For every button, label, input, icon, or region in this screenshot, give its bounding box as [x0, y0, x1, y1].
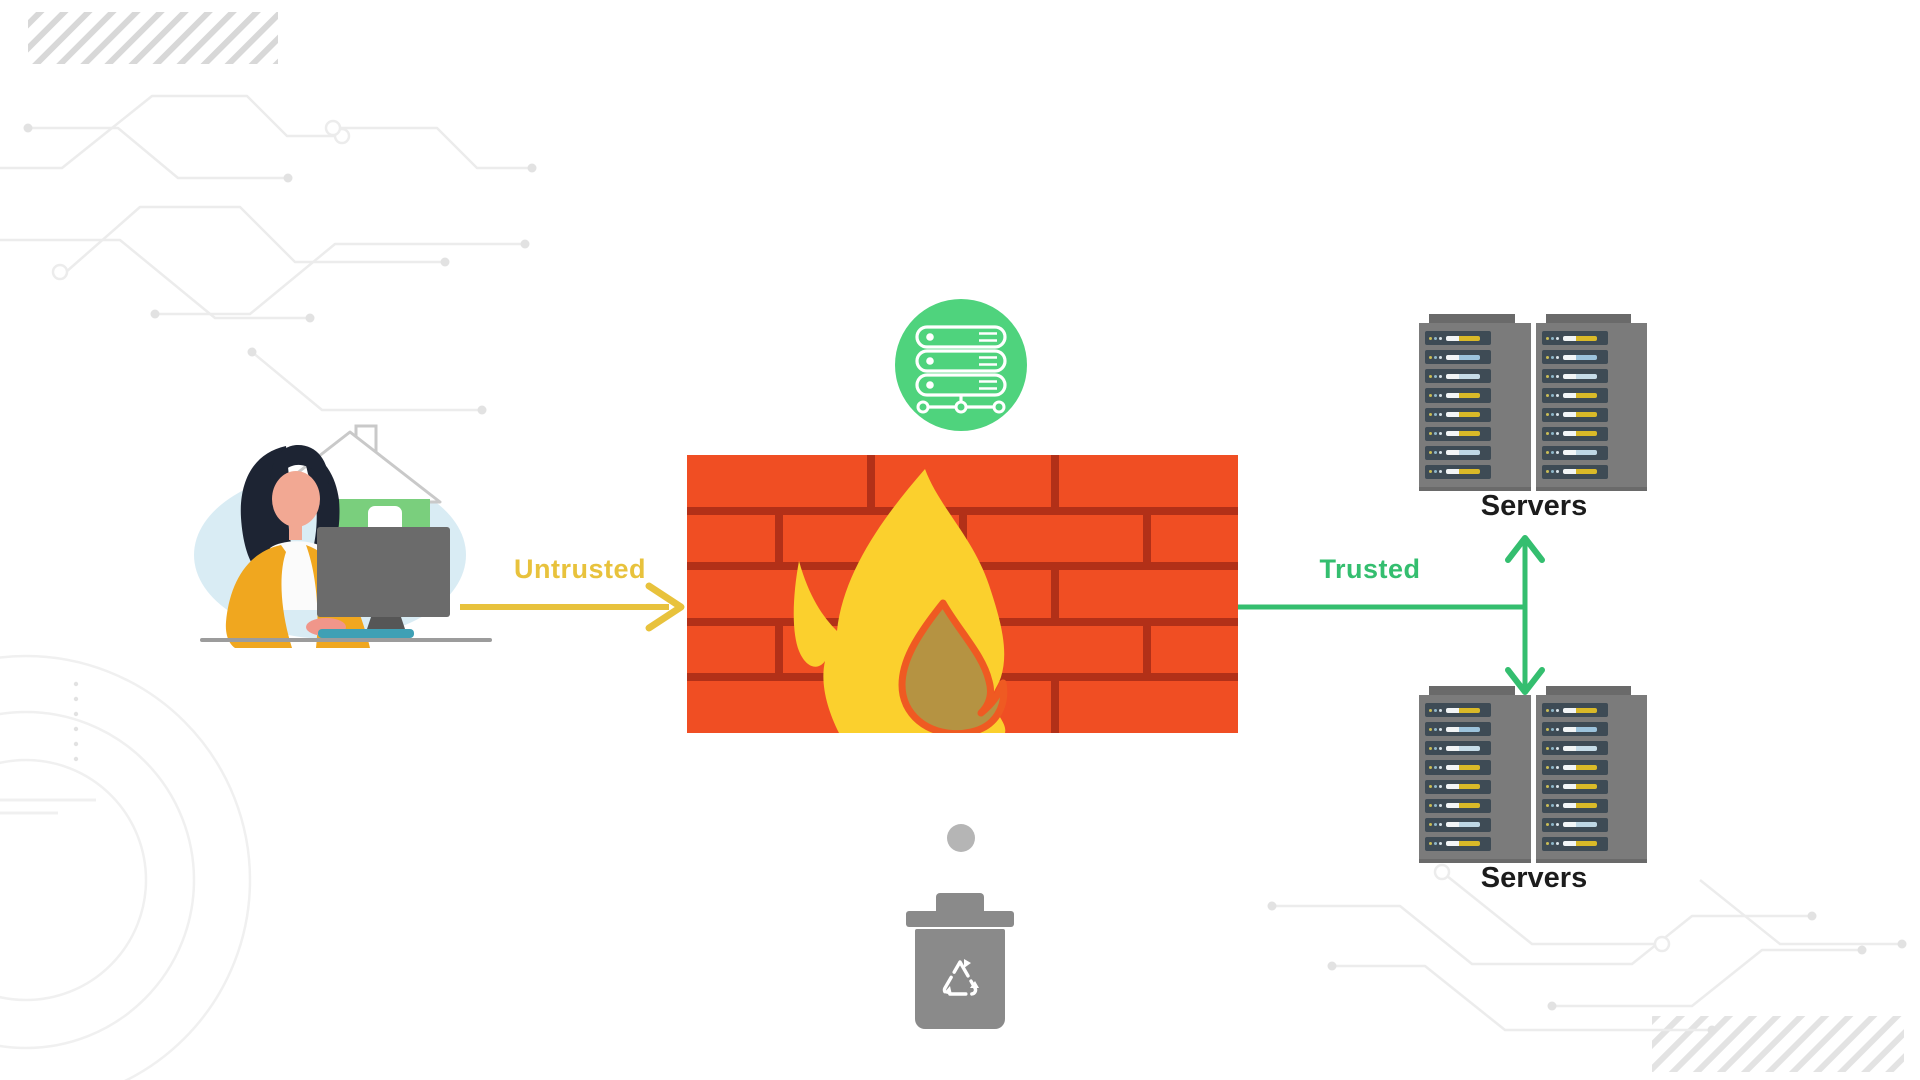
server-cabinet	[1535, 314, 1647, 491]
desktop-monitor-icon	[306, 527, 450, 638]
untrusted-label: Untrusted	[514, 554, 646, 584]
server-network-badge-icon	[895, 299, 1027, 431]
home-user-illustration	[194, 424, 492, 648]
trusted-label: Trusted	[1319, 554, 1421, 584]
server-cabinet	[1535, 686, 1647, 863]
dropped-packet-dot	[947, 824, 975, 852]
trash-bin-icon	[906, 893, 1014, 1033]
circuit-dots-top-left	[23, 123, 537, 415]
desk-line	[200, 638, 492, 642]
firewall-brick-wall	[687, 455, 1238, 733]
flame-icon	[793, 469, 1008, 733]
server-rack-bottom	[1419, 686, 1647, 863]
server-cabinet	[1419, 686, 1531, 863]
stripe-pattern-bottom-right	[1652, 1016, 1904, 1072]
server-rack-top	[1419, 314, 1647, 491]
dotted-line-bottom-left	[73, 681, 79, 762]
untrusted-arrow	[460, 582, 685, 632]
trusted-link-arrows	[1238, 535, 1545, 695]
circuit-pattern-top-left	[0, 94, 532, 412]
circuit-pattern-bottom-right	[1272, 871, 1902, 1032]
server-cabinet	[1419, 314, 1531, 491]
keyboard	[318, 629, 414, 638]
circuit-dots-bottom-right	[1267, 901, 1907, 1035]
stripe-pattern-top-left	[28, 12, 278, 64]
trash-lid	[906, 911, 1014, 927]
trash-body	[915, 929, 1005, 1029]
servers-label-bottom: Servers	[1480, 862, 1588, 894]
circuit-nodes-top-left	[51, 119, 351, 281]
trash-lid-tab	[936, 893, 984, 913]
recycle-icon	[942, 959, 979, 996]
circuit-nodes-bottom-right	[1433, 863, 1671, 953]
circle-pattern-bottom-left	[0, 654, 252, 1080]
servers-label-top: Servers	[1480, 490, 1588, 522]
